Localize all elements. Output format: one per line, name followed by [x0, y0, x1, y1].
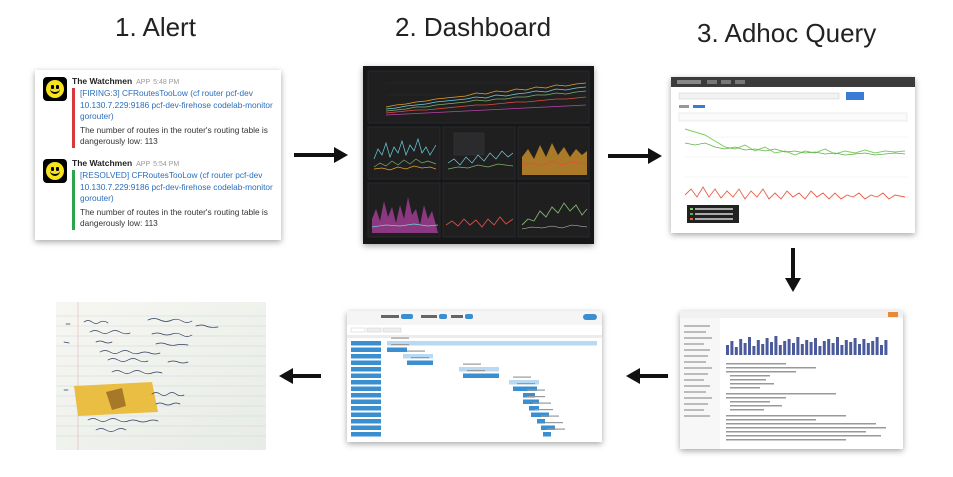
- resolved-attachment: [RESOLVED] CFRoutesTooLow (cf router pcf…: [72, 170, 273, 230]
- watchmen-smiley-icon: [43, 77, 67, 101]
- alert-text: The number of routes in the router's rou…: [80, 124, 268, 147]
- app-badge: APP: [136, 79, 151, 86]
- adhoc-query-screenshot: [671, 77, 915, 233]
- trace-view: [347, 311, 602, 437]
- alert-link[interactable]: [RESOLVED] CFRoutesTooLow (cf router pcf…: [80, 170, 273, 203]
- message-time: 5:54 PM: [153, 161, 180, 168]
- notebook-photo: [56, 302, 266, 450]
- step-title-adhoc-query: 3. Adhoc Query: [697, 18, 877, 48]
- message-author: The Watchmen: [72, 76, 133, 86]
- logs-view: [680, 311, 903, 449]
- query-graph: [671, 77, 915, 223]
- app-badge: APP: [136, 161, 151, 168]
- watchmen-smiley-icon: [43, 159, 67, 183]
- dashboard-screenshot: [363, 66, 594, 244]
- arrow-icon: [294, 147, 348, 163]
- firing-attachment: [FIRING:3] CFRoutesTooLow (cf router pcf…: [72, 88, 273, 148]
- alert-link[interactable]: [FIRING:3] CFRoutesTooLow (cf router pcf…: [80, 88, 273, 121]
- handwritten-notes: [56, 302, 266, 450]
- step-title-alert: 1. Alert: [115, 12, 196, 42]
- arrow-icon: [608, 148, 662, 164]
- message-time: 5:48 PM: [153, 79, 180, 86]
- logs-screenshot: [680, 311, 903, 449]
- arrow-icon: [626, 368, 668, 384]
- arrow-icon: [279, 368, 321, 384]
- alert-text: The number of routes in the router's rou…: [80, 206, 268, 229]
- dashboard-graphs: [367, 70, 590, 238]
- message-author: The Watchmen: [72, 158, 133, 168]
- arrow-icon: [785, 248, 801, 292]
- step-title-dashboard: 2. Dashboard: [395, 12, 552, 42]
- trace-screenshot: [347, 311, 602, 442]
